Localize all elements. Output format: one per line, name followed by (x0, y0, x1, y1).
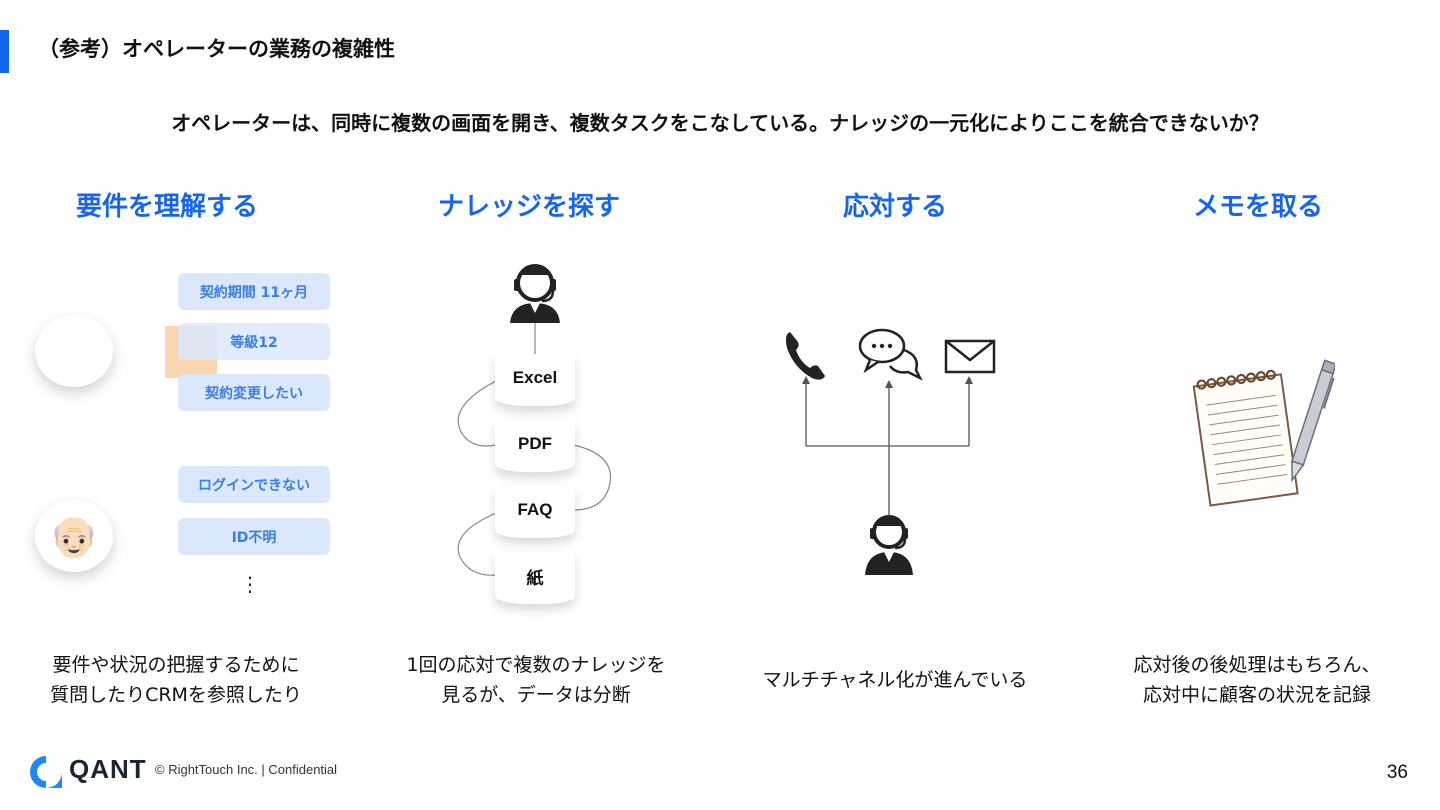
caption-line: 質問したりCRMを参照したり (50, 684, 302, 706)
doc-card: FAQ (495, 486, 575, 538)
footer-copyright: © RightTouch Inc. | Confidential (155, 762, 338, 777)
ellipsis-more: ⋮ (240, 572, 260, 596)
mail-icon (944, 339, 996, 374)
requirement-pill: ログインできない (178, 466, 330, 503)
logo-wordmark: QANT (69, 754, 147, 784)
slide-subtitle: オペレーターは、同時に複数の画面を開き、複数タスクをこなしている。ナレッジの一元… (171, 111, 1269, 135)
page-title: （参考）オペレーターの業務の複雑性 (38, 37, 395, 61)
doc-card: Excel (495, 354, 575, 406)
caption-line: 応対中に顧客の状況を記録 (1142, 684, 1371, 706)
operator-headset-icon (510, 264, 560, 323)
requirement-pill: 契約期間 11ヶ月 (178, 273, 330, 310)
caption-line: マルチチャネル化が進んでいる (762, 669, 1028, 691)
channels-diagram (786, 328, 996, 575)
column-heading-understand: 要件を理解する (75, 192, 258, 222)
doc-label: FAQ (517, 500, 553, 519)
caption-search: 1回の応対で複数のナレッジを 見るが、データは分断 (371, 650, 701, 710)
caption-line: 要件や状況の把握するために (52, 654, 300, 676)
elderly-man-icon: 👴🏻 (49, 513, 99, 560)
doc-card: PDF (495, 420, 575, 472)
caption-respond: マルチチャネル化が進んでいる (730, 665, 1060, 695)
knowledge-diagram (457, 264, 612, 576)
page-number: 36 (1386, 762, 1408, 783)
doc-label: Excel (512, 368, 558, 387)
phone-icon (786, 332, 825, 380)
caption-line: 1回の応対で複数のナレッジを (406, 654, 666, 676)
customer-avatar: 👴🏻 (35, 500, 113, 572)
title-accent-bar (0, 30, 9, 73)
requirement-pill: ID不明 (178, 518, 330, 555)
caption-line: 応対後の後処理はもちろん、 (1133, 654, 1381, 676)
doc-card: 紙 (495, 552, 575, 604)
caption-line: 見るが、データは分断 (441, 684, 631, 706)
doc-label: 紙 (526, 568, 544, 588)
operator-headset-icon (865, 515, 913, 575)
notepad-pen-icon (1192, 359, 1335, 507)
caption-memo: 応対後の後処理はもちろん、 応対中に顧客の状況を記録 (1092, 650, 1422, 710)
operator-avatar-blank (35, 315, 113, 387)
caption-understand: 要件や状況の把握するために 質問したりCRMを参照したり (11, 650, 341, 710)
column-heading-search: ナレッジを探す (437, 192, 620, 222)
chat-bubbles-icon (858, 328, 923, 381)
column-heading-memo: メモを取る (1192, 192, 1323, 222)
column-heading-respond: 応対する (842, 192, 947, 222)
qant-logo-icon (30, 756, 62, 788)
doc-label: PDF (518, 434, 552, 453)
requirement-pill: 等級12 (178, 323, 330, 360)
requirement-pill: 契約変更したい (178, 374, 330, 411)
